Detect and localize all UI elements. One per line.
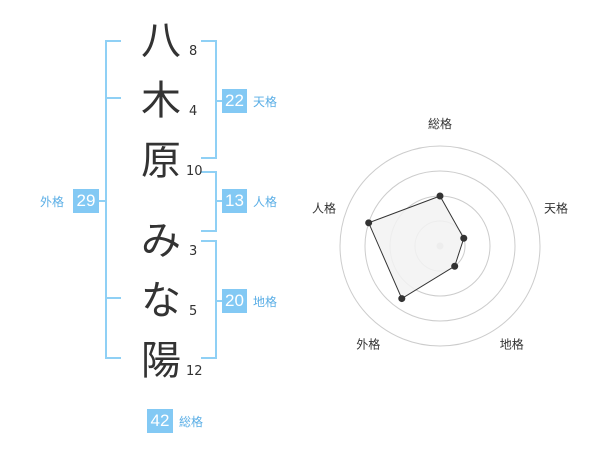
soukaku-label: 総格 — [179, 415, 204, 429]
soukaku-badge: 42 — [147, 409, 173, 433]
chikaku-badge: 20 — [222, 289, 247, 313]
name-char-6: 陽 — [141, 338, 181, 384]
radar-axis-label-2: 天格 — [544, 200, 568, 215]
radar-polygon — [368, 195, 465, 300]
stroke-count-5: 5 — [189, 304, 198, 319]
jinkaku-badge: 13 — [222, 189, 247, 213]
radar-axis-label-1: 総格 — [428, 116, 452, 131]
jinkaku-label: 人格 — [253, 195, 278, 209]
radar-point-5 — [365, 219, 373, 227]
name-char-2: 木 — [141, 78, 181, 124]
stroke-count-4: 3 — [189, 244, 198, 259]
stroke-count-2: 4 — [189, 104, 198, 119]
radar-point-1 — [436, 192, 444, 200]
stroke-count-3: 10 — [186, 164, 203, 179]
stroke-count-1: 8 — [189, 44, 198, 59]
radar-point-2 — [460, 234, 468, 242]
name-char-4: み — [141, 218, 181, 264]
name-char-3: 原 — [141, 138, 181, 184]
gaikaku-label: 外格 — [40, 195, 65, 209]
tenkaku-label: 天格 — [253, 95, 278, 109]
radar-axis-label-3: 地格 — [500, 337, 524, 352]
name-char-5: な — [141, 278, 181, 324]
radar-axis-label-5: 人格 — [312, 200, 336, 215]
tenkaku-badge: 22 — [222, 89, 247, 113]
radar-ring-3 — [364, 170, 516, 322]
gaikaku-badge: 29 — [73, 189, 99, 213]
name-char-1: 八 — [141, 18, 181, 64]
chikaku-label: 地格 — [253, 295, 278, 309]
radar-point-4 — [398, 295, 406, 303]
radar-point-3 — [451, 262, 459, 270]
stroke-count-6: 12 — [186, 364, 203, 379]
radar-axis-label-4: 外格 — [356, 337, 380, 352]
